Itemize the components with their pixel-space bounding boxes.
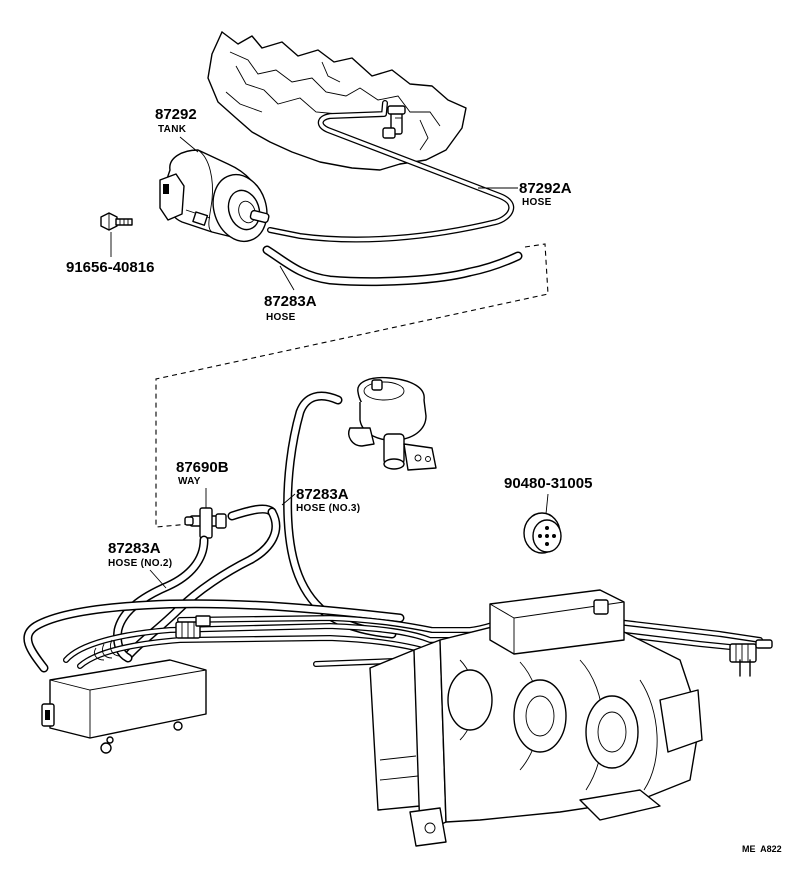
part-number-87283a-no3: 87283A (296, 486, 349, 503)
body-fitting (382, 105, 406, 139)
part-name-hose-87283a-upper: HOSE (266, 312, 296, 323)
vacuum-valve-drawing (348, 376, 437, 471)
part-name-hose-no2: HOSE (NO.2) (108, 558, 172, 569)
part-number-87292: 87292 (155, 106, 197, 123)
hose-87283a-upper-drawing (262, 245, 523, 287)
part-number-87690b: 87690B (176, 459, 229, 476)
tank-87292-drawing (159, 149, 270, 243)
part-number-87283a-upper: 87283A (264, 293, 317, 310)
left-loop-pipe-drawing (23, 599, 405, 673)
part-number-91656-40816: 91656-40816 (66, 259, 154, 276)
callout-87283a-hose-no2: 87283A HOSE (NO.2) (108, 540, 172, 589)
part-name-hose-87292a: HOSE (522, 197, 552, 208)
engine-block-drawing (369, 589, 703, 847)
hose-87292a-drawing (267, 100, 515, 243)
part-number-87292a: 87292A (519, 180, 572, 197)
hose-no3-drawing (283, 391, 397, 639)
body-panel-outline (207, 31, 467, 171)
callout-87292a-hose: 87292A HOSE (478, 180, 572, 208)
callout-91656-40816: 91656-40816 (66, 232, 154, 276)
grommet-90480-31005-drawing (523, 512, 562, 554)
part-name-way: WAY (178, 476, 201, 487)
callout-87690b-way: 87690B WAY (176, 459, 229, 508)
callout-87292-tank: 87292 TANK (155, 106, 199, 153)
canister-box-drawing (41, 659, 207, 754)
part-number-90480-31005: 90480-31005 (504, 475, 592, 492)
part-name-hose-no3: HOSE (NO.3) (296, 503, 360, 514)
callout-90480-31005: 90480-31005 (504, 475, 592, 515)
callout-87283a-hose-upper: 87283A HOSE (264, 265, 317, 323)
connection-dashed-line (155, 243, 549, 528)
part-number-87283a-no2: 87283A (108, 540, 161, 557)
callout-87283a-hose-no3: 87283A HOSE (NO.3) (281, 486, 360, 514)
right-fitting-drawing (729, 639, 773, 677)
part-name-tank: TANK (158, 124, 187, 135)
bolt-91656-40816-drawing (100, 212, 133, 231)
drawing-code: ME A822 (742, 844, 782, 854)
